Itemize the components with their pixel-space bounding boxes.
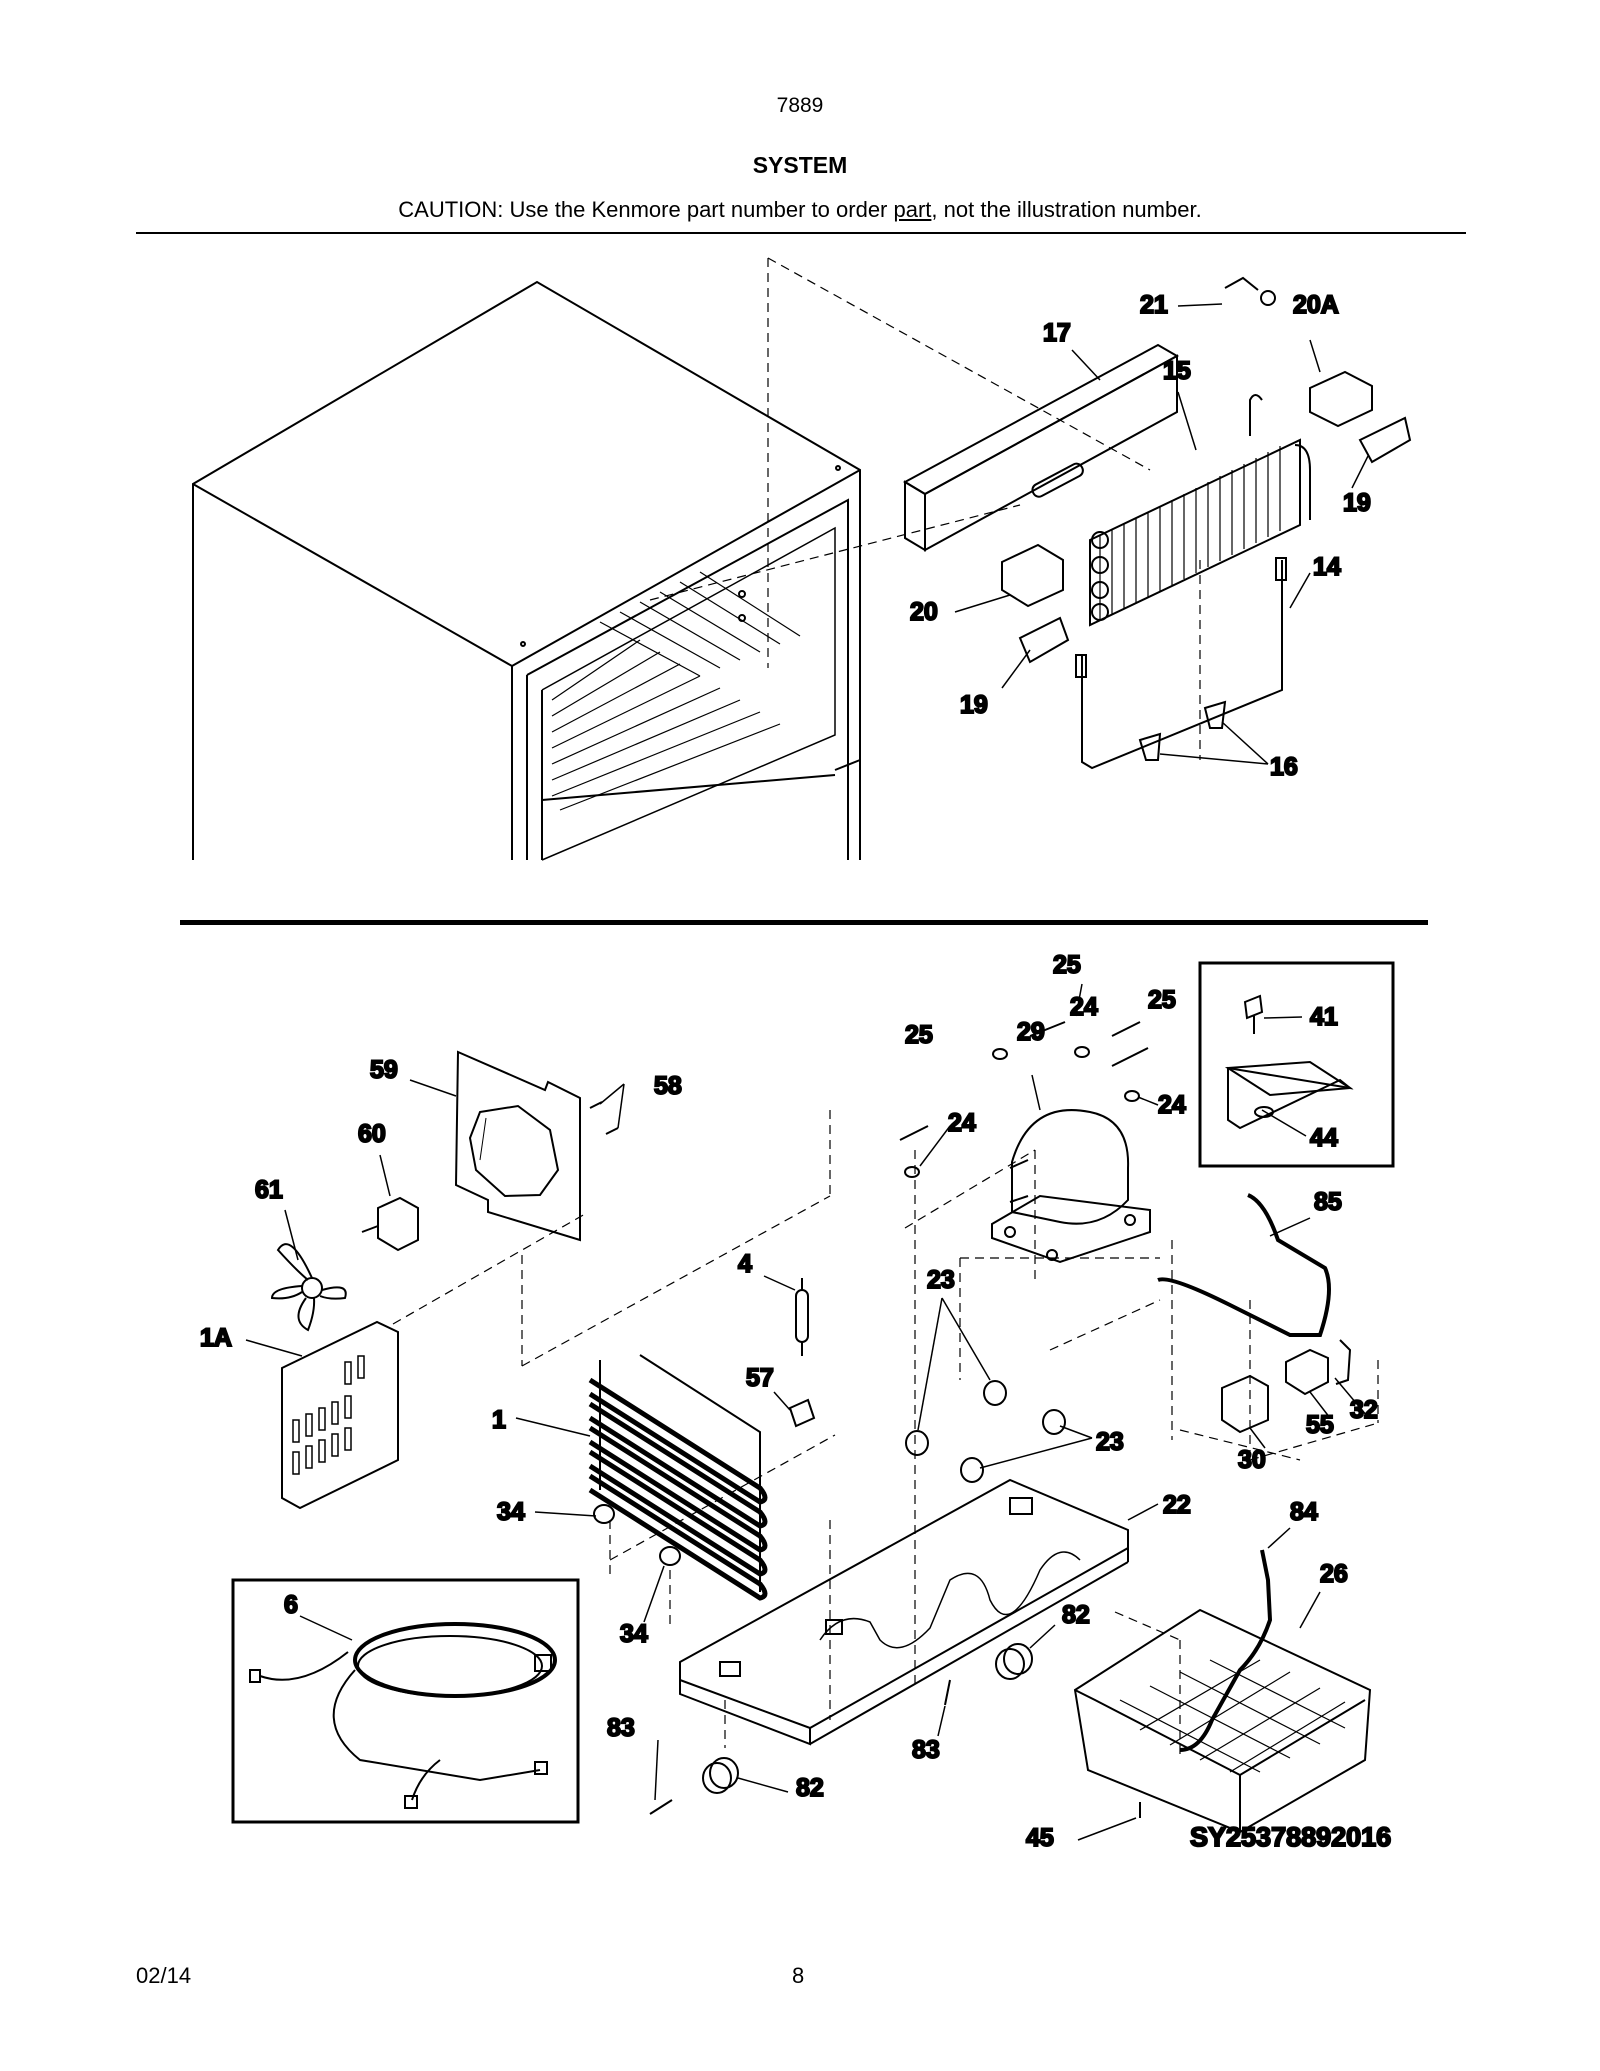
- callout-19-left: 19: [960, 691, 988, 719]
- callout-23-bottom: 23: [1096, 1428, 1124, 1456]
- callout-24-top: 24: [1070, 993, 1098, 1021]
- callout-30: 30: [1238, 1446, 1266, 1474]
- compressor-part: [991, 1109, 1151, 1264]
- bracket-inset-box: [1198, 961, 1395, 1168]
- lower-callout-labels: 25 25 24 25 29 24 59 58 24 60 61 4 23 1A…: [199, 950, 1379, 1853]
- callout-1A: 1A: [200, 1324, 232, 1352]
- callout-14: 14: [1313, 553, 1341, 581]
- callout-25-left: 25: [905, 1021, 933, 1049]
- footer-page-number: 8: [792, 1963, 805, 1988]
- callout-59: 59: [370, 1056, 398, 1084]
- callout-83-left: 83: [607, 1714, 635, 1742]
- condenser-cover-part: [281, 1320, 399, 1510]
- fan-motor-part: [361, 1196, 419, 1252]
- grommets-34: [593, 1504, 681, 1566]
- section-title: SYSTEM: [752, 152, 848, 178]
- callout-29: 29: [1017, 1018, 1045, 1046]
- callout-55: 55: [1306, 1411, 1334, 1439]
- upper-small-parts: [1001, 276, 1412, 770]
- drier-part: [795, 1278, 809, 1356]
- evaporator-part: [1089, 394, 1311, 627]
- condenser-coil-part: [588, 1354, 768, 1601]
- fan-blade-part: [270, 1243, 347, 1332]
- callout-83-right: 83: [912, 1736, 940, 1764]
- callout-82-right: 82: [1062, 1601, 1090, 1629]
- callout-25-top: 25: [1053, 951, 1081, 979]
- callout-4: 4: [738, 1250, 752, 1278]
- caution-prefix: CAUTION: Use the Kenmore part number to …: [398, 197, 894, 222]
- mounts-82: [702, 1643, 1033, 1794]
- callout-1: 1: [492, 1406, 506, 1434]
- relay-parts: [1221, 1339, 1352, 1434]
- callout-45: 45: [1026, 1824, 1054, 1852]
- callout-17: 17: [1043, 319, 1071, 347]
- clips-and-washers: [899, 1021, 1149, 1178]
- callout-24-right: 24: [1158, 1091, 1186, 1119]
- section-divider: [180, 920, 1428, 925]
- callout-6: 6: [284, 1591, 298, 1619]
- footer-date: 02/14: [136, 1963, 192, 1988]
- caution-note: CAUTION: Use the Kenmore part number to …: [0, 197, 1600, 223]
- callout-44: 44: [1310, 1124, 1338, 1152]
- callout-85: 85: [1314, 1188, 1342, 1216]
- callout-58: 58: [654, 1072, 682, 1100]
- callout-25-right: 25: [1148, 986, 1176, 1014]
- tube-85: [1157, 1193, 1331, 1337]
- callout-34-bottom: 34: [620, 1620, 648, 1648]
- harness-part: [249, 1622, 557, 1809]
- callout-57: 57: [746, 1364, 774, 1392]
- diagram-code: SY25378892016: [1190, 1822, 1391, 1852]
- callout-61: 61: [255, 1176, 283, 1204]
- callout-82-bottom: 82: [796, 1774, 824, 1802]
- upper-callout-leaders: [954, 303, 1369, 765]
- callout-20: 20: [910, 598, 938, 626]
- callout-23-top: 23: [927, 1266, 955, 1294]
- harness-inset-box: [231, 1578, 580, 1824]
- callout-41: 41: [1310, 1003, 1338, 1031]
- drain-trough-part: [902, 343, 1180, 552]
- header-divider: [136, 232, 1466, 234]
- screws-58: [589, 1101, 619, 1135]
- callout-16: 16: [1270, 753, 1298, 781]
- cabinet-outline: [192, 280, 861, 861]
- screws-83: [649, 1679, 951, 1815]
- callout-15: 15: [1163, 357, 1191, 385]
- upper-leader-lines: [649, 257, 1201, 760]
- callout-24-middle: 24: [948, 1109, 976, 1137]
- tube-84: [1179, 1549, 1273, 1752]
- lower-callout-leaders: [245, 983, 1368, 1841]
- callout-19-right: 19: [1343, 489, 1371, 517]
- callout-60: 60: [358, 1120, 386, 1148]
- upper-callout-labels: 21 20A 17 15 19 14 20 19 16: [909, 290, 1372, 782]
- clip-57: [788, 1398, 816, 1428]
- callout-20A: 20A: [1293, 291, 1339, 319]
- callout-32: 32: [1350, 1396, 1378, 1424]
- fan-shroud-part: [454, 1050, 581, 1242]
- drain-pan-part: [1073, 1608, 1372, 1834]
- callout-21: 21: [1140, 291, 1168, 319]
- callout-34-top: 34: [497, 1498, 525, 1526]
- callout-84: 84: [1290, 1498, 1318, 1526]
- caution-underlined-word: part: [893, 197, 932, 222]
- base-plate-part: [679, 1478, 1129, 1746]
- callout-22: 22: [1163, 1491, 1191, 1519]
- callout-26: 26: [1320, 1560, 1348, 1588]
- caution-suffix: , not the illustration number.: [931, 197, 1202, 222]
- bracket-inset-parts: [1224, 994, 1354, 1130]
- model-number: 7889: [776, 94, 824, 117]
- grommets-23: [905, 1380, 1066, 1483]
